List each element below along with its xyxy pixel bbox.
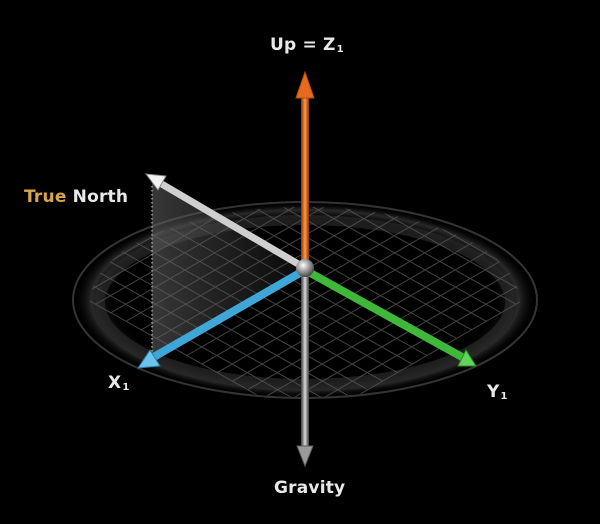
y-axis-label-text: Y xyxy=(487,382,500,402)
true-north-label-true: True xyxy=(24,187,67,207)
true-north-label-north: North xyxy=(72,187,129,207)
orange-arrow-up-icon xyxy=(295,70,315,99)
up-axis xyxy=(295,70,315,268)
gravity-axis xyxy=(296,268,314,468)
green-arrow-icon xyxy=(457,348,477,367)
x-axis xyxy=(137,266,309,369)
y-axis-label-subscript: 1 xyxy=(500,391,508,402)
true-north-shaded-plane xyxy=(152,182,305,362)
true-north-label: True North xyxy=(24,187,128,207)
origin-sphere-icon xyxy=(296,259,314,277)
x-axis-label-subscript: 1 xyxy=(122,382,130,393)
gravity-label: Gravity xyxy=(274,478,345,498)
up-axis-label-subscript: 1 xyxy=(336,44,344,55)
blue-arrow-icon xyxy=(137,349,161,369)
gravity-label-text: Gravity xyxy=(274,478,346,498)
y-axis-label: Y1 xyxy=(487,382,508,402)
up-axis-label: Up = Z1 xyxy=(270,35,344,55)
x-axis-label: X1 xyxy=(108,373,129,393)
gray-arrow-down-icon xyxy=(296,445,314,468)
true-north-axis xyxy=(144,173,309,272)
up-axis-label-text: Up = Z xyxy=(270,35,336,55)
white-arrow-icon xyxy=(144,173,167,191)
y-axis xyxy=(301,266,477,367)
x-axis-label-text: X xyxy=(108,373,122,393)
